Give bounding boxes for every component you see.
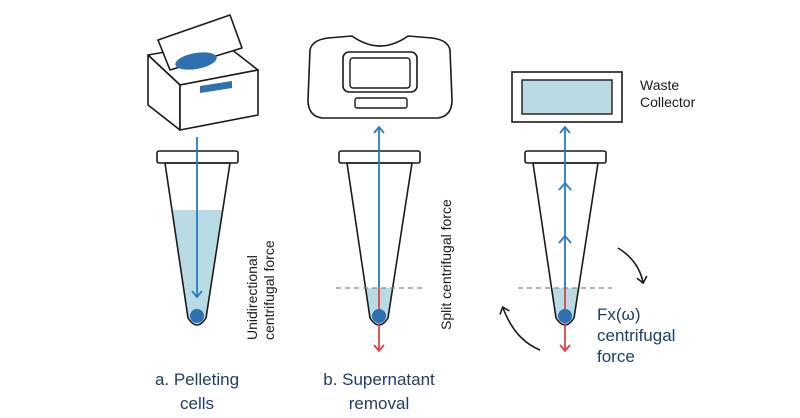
flow-chevron [558,181,572,191]
tube-b [336,125,424,353]
force-label-line2: centrifugal [597,326,675,345]
caption-a-line1: a. Pelleting [155,370,239,389]
cell-pellet [558,309,572,323]
rotation-arrow-left [499,305,541,351]
cell-pellet [372,309,386,323]
caption-b-line2: removal [349,394,409,413]
force-label-line3: force [597,347,635,366]
split-force-label: Split centrifugal force [438,199,454,330]
flow-chevron [558,234,572,244]
panel-a: Unidirectional centrifugal force a. Pell… [147,14,277,413]
waste-label-line2: Collector [640,94,696,110]
tube-a [156,137,239,326]
panel-b: Split centrifugal force b. Supernatant r… [307,35,454,413]
panel-c: Waste Collector Fx(ω) centrifugal force [499,71,696,366]
rotation-arrow-right [617,247,648,285]
force-label-line2: centrifugal force [261,240,277,340]
benchtop-centrifuge-icon [147,14,259,131]
waste-collector-icon [511,71,623,123]
waste-label-line1: Waste [640,77,679,93]
caption-b-line1: b. Supernatant [323,370,435,389]
cell-pellet [190,309,204,323]
rotor-window [175,52,217,70]
force-label-line1: Unidirectional [244,255,260,340]
caption-a-line2: cells [180,394,214,413]
force-label-line1: Fx(ω) [597,305,640,324]
display-panel [200,81,232,93]
rotor-device-icon [307,35,453,119]
